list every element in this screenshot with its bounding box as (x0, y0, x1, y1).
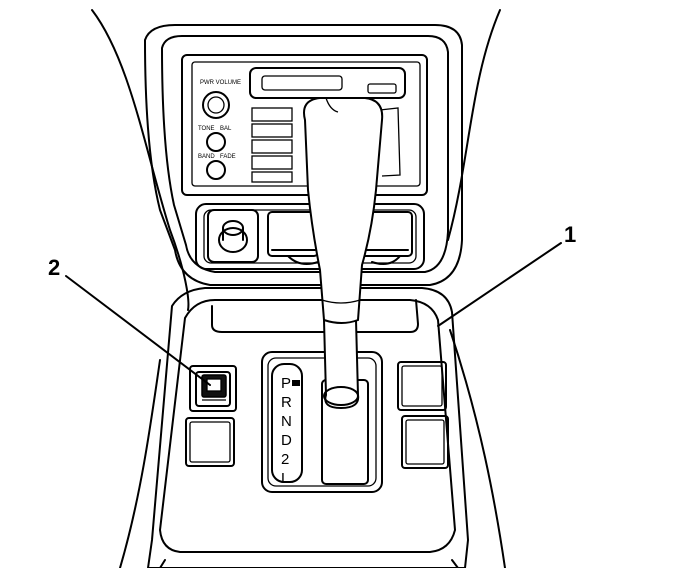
bal-label: BAL (220, 126, 232, 132)
callout-1: 1 (437, 222, 576, 327)
tone-label: TONE (198, 126, 215, 132)
center-console (147, 287, 469, 568)
left-switch-panel (185, 365, 237, 467)
cigarette-lighter[interactable] (207, 209, 259, 263)
callout-2-label: 2 (48, 255, 60, 280)
tone-knob[interactable] (206, 132, 226, 152)
hazard-switch[interactable] (195, 371, 231, 407)
gear-position-D: D (281, 432, 292, 449)
dash-slot-left (267, 211, 319, 265)
radio-unit: PWR VOLUME TONE BAL BAND FADE (181, 54, 428, 196)
gear-pointer (292, 380, 300, 386)
gear-position-P: P (281, 375, 291, 392)
shift-lever[interactable] (303, 97, 384, 410)
band-label: BAND (198, 154, 215, 160)
gear-position-R: R (281, 394, 292, 411)
dash-outline (91, 9, 506, 568)
volume-label: PWR VOLUME (200, 80, 241, 86)
fade-knob[interactable] (206, 160, 226, 180)
callout-2-leader (65, 275, 211, 386)
fade-label: FADE (220, 154, 236, 160)
volume-knob[interactable] (202, 91, 230, 119)
callout-1-label: 1 (564, 222, 576, 247)
radio-bezel (144, 24, 463, 286)
callout-2: 2 (48, 255, 211, 386)
right-switch-panel[interactable] (397, 361, 449, 469)
radio-preset-buttons[interactable] (251, 107, 293, 183)
gear-indicator: P R N D 2 L (281, 375, 300, 487)
callout-1-leader (437, 242, 562, 327)
gear-position-N: N (281, 413, 292, 430)
gear-position-L: L (281, 470, 289, 487)
shift-gate (261, 351, 383, 493)
gear-position-2: 2 (281, 451, 289, 468)
